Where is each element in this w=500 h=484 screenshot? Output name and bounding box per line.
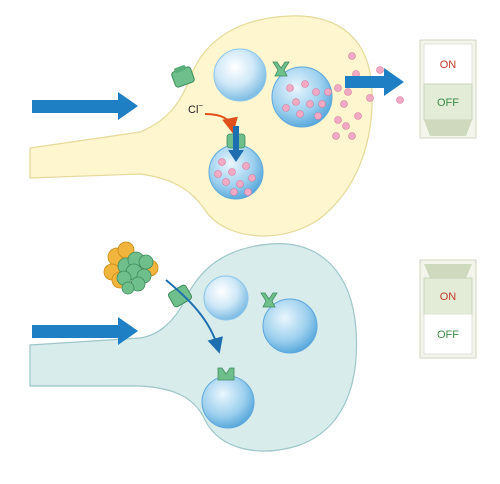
bottom-incoming-arrow (32, 317, 138, 345)
top-switch-on-label: ON (440, 59, 457, 71)
bottom-switch[interactable]: ON OFF (419, 259, 477, 359)
chloride-label: Cl− (188, 101, 203, 116)
top-switch-off-label: OFF (437, 97, 459, 109)
bottom-vesicle-right (260, 292, 318, 354)
chloride-arrow (204, 113, 238, 134)
bottom-vesicle-lower (201, 367, 255, 429)
top-nerve-terminal (29, 15, 373, 237)
top-outgoing-arrow (345, 68, 404, 96)
top-membrane-receptor (171, 65, 195, 88)
bottom-nerve-terminal (29, 243, 358, 452)
bottom-switch-off-label: OFF (437, 329, 459, 341)
top-incoming-arrow (32, 92, 138, 120)
top-docking-vesicle (208, 126, 264, 200)
top-switch[interactable]: ON OFF (419, 39, 477, 139)
internalization-arrow (165, 279, 223, 354)
top-released-transmitter (332, 52, 404, 140)
bottom-panel: ON OFF (29, 241, 477, 452)
top-panel: Cl− ON OFF (29, 15, 477, 237)
toxin-complex (103, 241, 159, 295)
top-empty-vesicle (213, 48, 267, 102)
bottom-empty-vesicle (203, 275, 249, 321)
top-fusing-vesicle (271, 61, 333, 128)
bottom-switch-on-label: ON (440, 291, 457, 303)
